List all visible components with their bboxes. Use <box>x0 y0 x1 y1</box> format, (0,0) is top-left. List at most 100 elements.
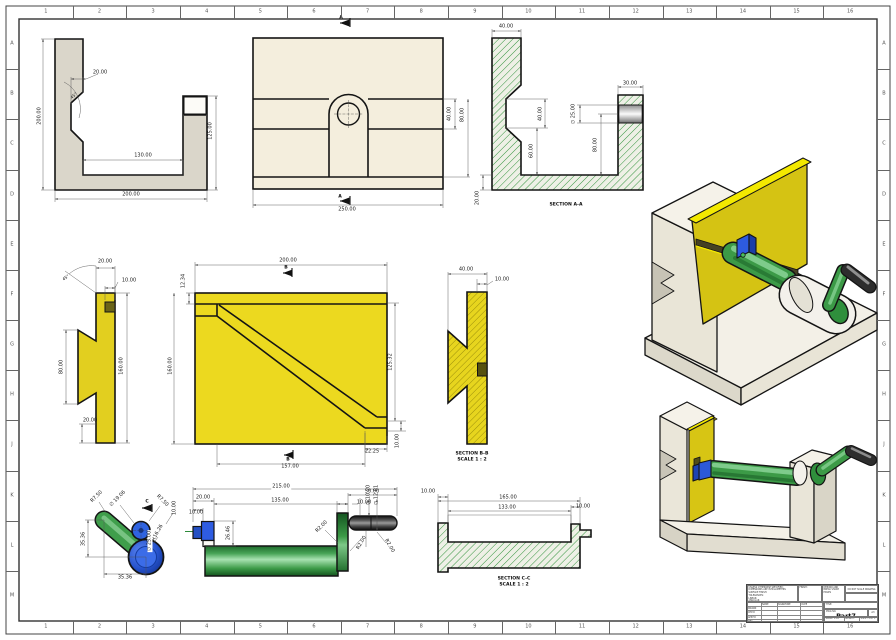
zone-label: M <box>881 592 887 599</box>
tb-note: SURFACE FINISH: <box>748 591 768 594</box>
dimension-label: 157.00 <box>281 463 299 470</box>
zone-tick <box>6 320 19 321</box>
zone-label: 8 <box>419 8 423 15</box>
zone-tick <box>769 621 771 634</box>
zone-label: 2 <box>97 8 102 15</box>
zone-label: E <box>10 241 14 248</box>
tb-revision: REVISION <box>845 593 878 602</box>
tb-deburr-note: DEBURR AND BREAK SHARP EDGES <box>823 585 839 594</box>
view-crank-side <box>85 501 174 578</box>
dimension-label: 40.00 <box>537 106 544 122</box>
zone-tick <box>6 219 19 221</box>
zone-label: 14 <box>739 623 747 630</box>
tb-title-label: TITLE: <box>825 602 833 606</box>
zone-tick <box>72 621 74 634</box>
zone-label: C <box>882 140 886 147</box>
zone-tick <box>72 6 74 19</box>
tb-row-label: APPV'D <box>748 615 763 620</box>
zone-tick <box>6 69 19 70</box>
tb-finish: FINISH: <box>798 585 822 602</box>
zone-tick <box>6 169 19 171</box>
dimension-label: 10.00 <box>420 488 436 495</box>
dimension-label: 22.25 <box>364 448 380 455</box>
zone-tick <box>877 219 890 221</box>
section-title: SECTION C-C <box>497 576 531 582</box>
zone-tick <box>126 6 128 19</box>
view-section-b-b <box>447 272 494 445</box>
tb-finish-label: FINISH: <box>799 585 808 589</box>
dimension-label: 160.00 <box>118 357 125 375</box>
zone-tick <box>877 570 890 572</box>
tb-sheet-format: A3 <box>871 611 875 614</box>
zone-label: 13 <box>686 8 693 15</box>
dimension-label: 10.00 <box>356 499 372 506</box>
zone-label: A <box>882 40 886 47</box>
zone-tick <box>179 621 181 634</box>
zone-tick <box>555 6 557 19</box>
zone-label: 15 <box>793 623 800 630</box>
dimension-label: 50.00 <box>364 488 380 495</box>
zone-tick <box>6 119 19 121</box>
view-side-yellow-plate <box>63 265 130 444</box>
view-front-bracket <box>41 38 218 202</box>
zone-label: K <box>882 492 886 499</box>
zone-label: 7 <box>365 623 370 630</box>
tb-note: LINEAR: <box>748 596 758 600</box>
zone-tick <box>233 6 235 19</box>
dimension-label: 200.00 <box>122 191 140 198</box>
zone-label: G <box>882 341 886 348</box>
section-title: SCALE 1 : 2 <box>499 582 529 588</box>
zone-label: 8 <box>419 623 423 630</box>
dimension-label: 10.00 <box>188 509 204 516</box>
dimension-label: 200.00 <box>36 107 43 125</box>
tb-title-box: TITLE: <box>824 602 878 609</box>
dimension-label: 40.00 <box>458 266 474 273</box>
dimension-label: 40.00 <box>446 106 453 122</box>
tb-dwg-box: DWG NO. Part7 <box>824 609 868 617</box>
zone-label: G <box>10 341 14 348</box>
zone-label: 15 <box>793 8 800 15</box>
tb-note: TOLERANCES: <box>748 593 764 597</box>
zone-label: 10 <box>525 8 532 15</box>
zone-label: C <box>10 140 14 147</box>
section-letter: C <box>145 499 149 505</box>
zone-tick <box>179 6 181 19</box>
dimension-label: ∅ 12.81 <box>373 484 380 506</box>
zone-label: B <box>10 90 14 97</box>
tb-dns-label: DO NOT SCALE DRAWING <box>847 587 876 591</box>
dimension-label: 250.00 <box>338 206 356 213</box>
zone-tick <box>608 621 610 634</box>
view-iso-assembly-rear <box>659 401 877 561</box>
zone-label: D <box>882 191 886 198</box>
dimension-label: 20.00 <box>474 190 481 206</box>
dimension-label: 60.00 <box>528 143 535 159</box>
zone-label: 9 <box>473 623 477 630</box>
zone-label: K <box>10 492 14 499</box>
zone-label: 16 <box>847 623 854 630</box>
view-section-a-a <box>480 29 644 191</box>
tb-do-not-scale: DO NOT SCALE DRAWING <box>845 585 878 593</box>
tb-note-header: UNLESS OTHERWISE SPECIFIED: <box>748 585 784 589</box>
zone-tick <box>662 6 664 19</box>
zone-tick <box>394 6 396 19</box>
section-title: SECTION A-A <box>549 202 583 208</box>
tb-col-header: SIGNATURE <box>778 603 802 608</box>
zone-tick <box>448 6 449 19</box>
tb-scale-label: SCALE: 1:10 <box>825 618 845 621</box>
zone-tick <box>555 621 557 634</box>
dimension-label: ∅ 25.00 <box>146 529 153 553</box>
zone-label: 3 <box>151 8 155 15</box>
zone-label: 12 <box>632 8 639 15</box>
tb-dwg-label: DWG NO. <box>826 609 837 613</box>
zone-tick <box>823 621 825 634</box>
tb-weight-label: WEIGHT: <box>845 618 861 621</box>
zone-label: 6 <box>312 623 316 630</box>
zone-label: 5 <box>258 623 262 630</box>
zone-tick <box>6 420 19 422</box>
dimension-label: 20.00 <box>82 417 98 424</box>
zone-tick <box>769 6 771 19</box>
zone-label: 2 <box>97 623 102 630</box>
section-letter: B <box>286 457 290 463</box>
